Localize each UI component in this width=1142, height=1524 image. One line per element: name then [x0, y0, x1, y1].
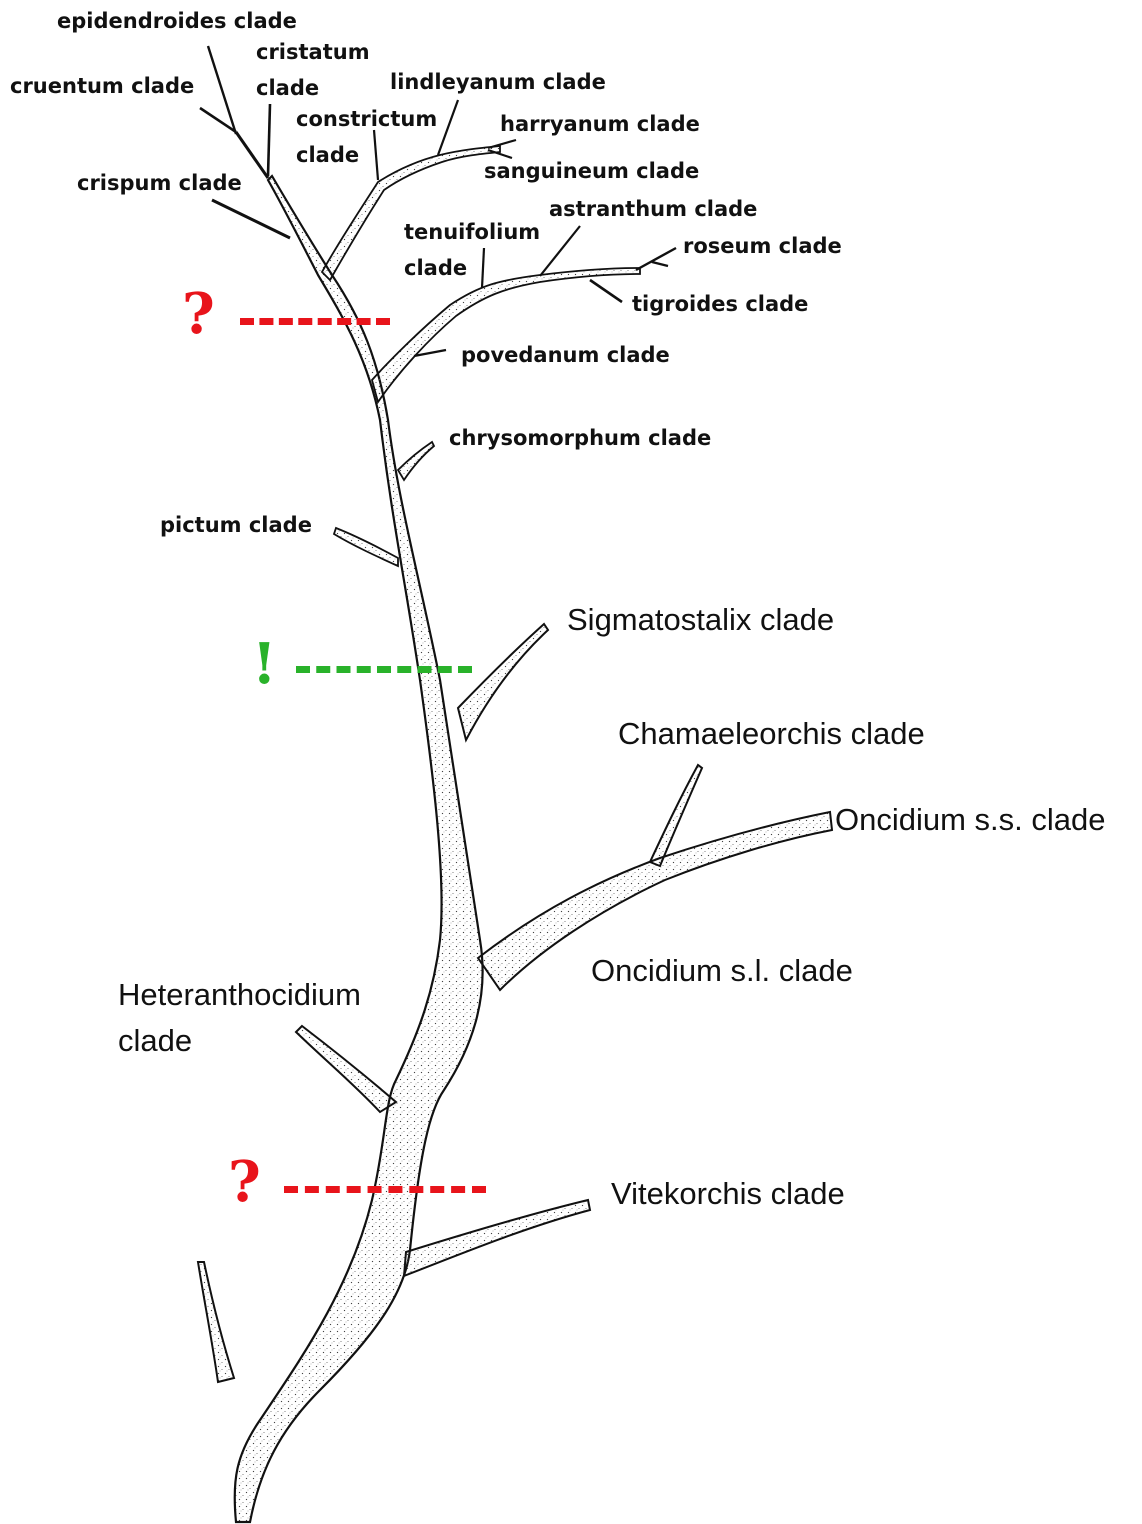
twig-astranthum [540, 226, 580, 276]
label-heteranthocidium-line2: clade [118, 1021, 192, 1061]
label-vitekorchis: Vitekorchis clade [611, 1174, 845, 1214]
label-roseum: roseum clade [683, 235, 842, 258]
label-sanguineum: sanguineum clade [484, 160, 699, 183]
uncertain-marker-lower: ? [228, 1154, 261, 1210]
label-cristatum-line2: clade [256, 77, 319, 100]
label-crispum: crispum clade [77, 172, 242, 195]
label-constrictum-line2: clade [296, 144, 359, 167]
dashed-line-upper [240, 318, 390, 325]
label-constrictum-line1: constrictum [296, 108, 437, 131]
dashed-line-middle [296, 666, 472, 673]
twig-lindleyanum [438, 100, 458, 155]
twig-constrictum [374, 130, 378, 180]
label-tenuifolium-line2: clade [404, 257, 467, 280]
label-oncidium-ss: Oncidium s.s. clade [835, 800, 1106, 840]
branch-sigmatostalix [458, 624, 548, 740]
dashed-line-lower [284, 1186, 486, 1193]
label-oncidium-sl: Oncidium s.l. clade [591, 951, 853, 991]
label-astranthum: astranthum clade [549, 198, 757, 221]
label-tigroides: tigroides clade [632, 293, 808, 316]
twig-tenuifolium [482, 248, 484, 288]
label-sigmatostalix: Sigmatostalix clade [567, 600, 834, 640]
twig-roseum [636, 248, 676, 270]
twig-crispum [212, 200, 290, 238]
label-lindleyanum: lindleyanum clade [390, 71, 606, 94]
certain-marker-middle: ! [252, 636, 277, 692]
label-pictum: pictum clade [160, 514, 312, 537]
main-trunk [235, 176, 483, 1522]
label-chamaeleorchis: Chamaeleorchis clade [618, 714, 925, 754]
branch-chrysomorphum [398, 442, 434, 480]
basal-stub [198, 1262, 234, 1382]
branch-vitekorchis [404, 1200, 590, 1276]
label-tenuifolium-line1: tenuifolium [404, 221, 540, 244]
label-harryanum: harryanum clade [500, 113, 700, 136]
branch-pictum [334, 528, 398, 566]
label-heteranthocidium-line1: Heteranthocidium [118, 975, 361, 1015]
twig-cristatum [268, 104, 270, 176]
label-cruentum: cruentum clade [10, 75, 194, 98]
uncertain-marker-upper: ? [182, 286, 215, 342]
label-povedanum: povedanum clade [461, 344, 670, 367]
label-epidendroides: epidendroides clade [57, 10, 297, 33]
twig-epidendroides [208, 46, 236, 134]
label-chrysomorphum: chrysomorphum clade [449, 427, 711, 450]
twig-tigroides [590, 280, 622, 302]
label-cristatum-line1: cristatum [256, 41, 370, 64]
branch-heteranthocidium [296, 1026, 396, 1112]
